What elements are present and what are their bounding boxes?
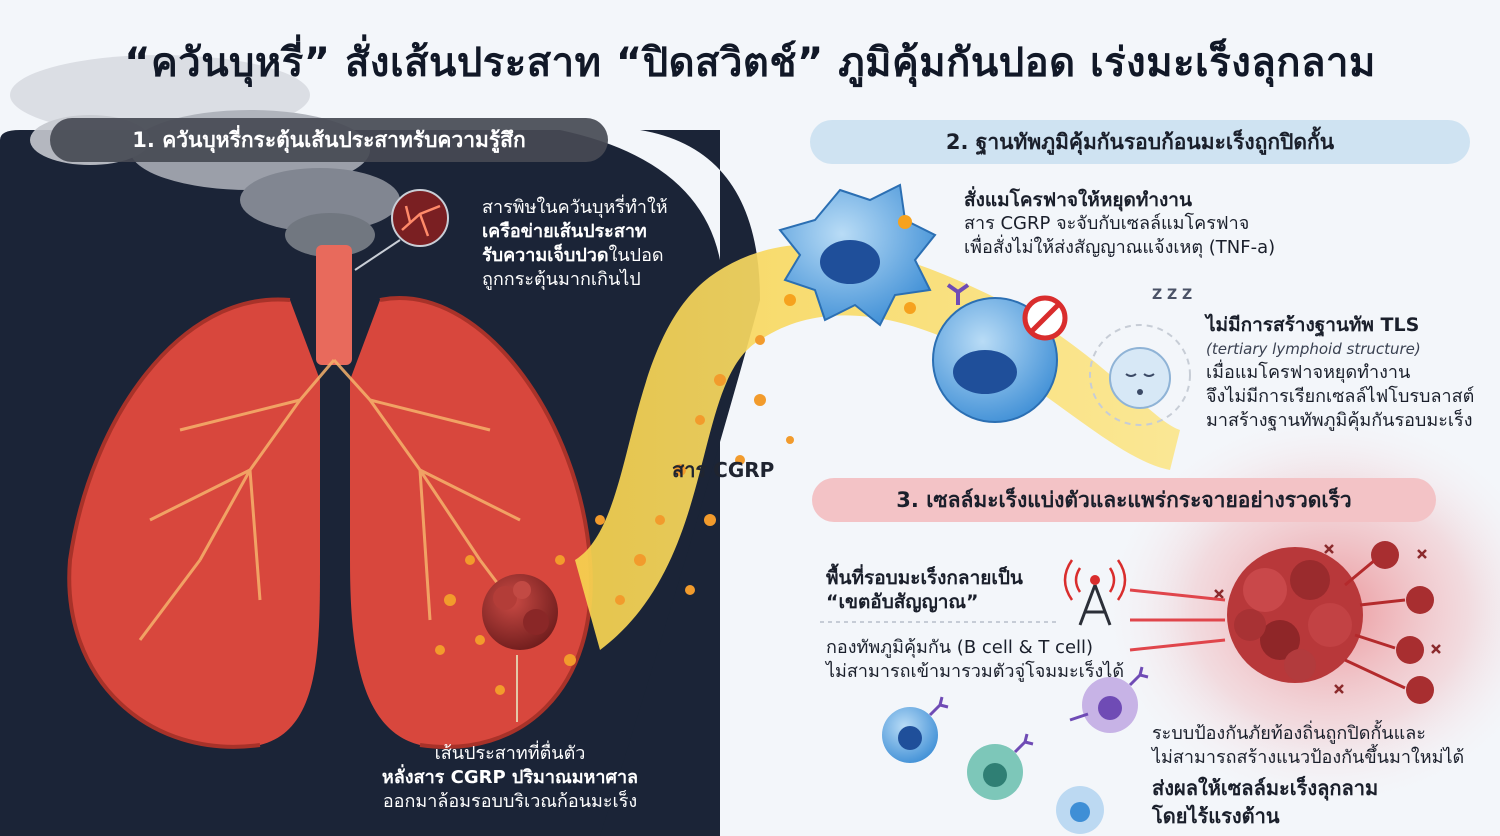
deadzone-heading: พื้นที่รอบมะเร็งกลายเป็น “เขตอับสัญญาณ” <box>826 567 1023 613</box>
attack-arrows <box>1129 588 1226 652</box>
tls-text: ไม่มีการสร้างฐานทัพ TLS (tertiary lympho… <box>1206 314 1475 431</box>
nerve-closeup-icon <box>354 189 449 271</box>
section2-heading: 2. ฐานทัพภูมิคุ้มกันรอบก้อนมะเร็งถูกปิดก… <box>810 120 1470 164</box>
deadzone-text: กองทัพภูมิคุ้มกัน (B cell & T cell) ไม่ส… <box>826 637 1125 682</box>
immune-cell-icon <box>882 696 949 763</box>
immune-cell-icon-3 <box>1069 666 1149 733</box>
cgrp-label: สาร CGRP <box>672 458 775 482</box>
blocked-icon <box>1022 295 1068 341</box>
cancer-cell-icon <box>1214 541 1441 704</box>
macrophage-text: สั่งแมโครฟาจให้หยุดทำงาน สาร CGRP จะจับก… <box>964 189 1276 258</box>
macrophage-icon <box>778 183 937 327</box>
tumor-icon <box>482 574 558 650</box>
immune-cell-icon-2 <box>967 733 1034 800</box>
page-title: “ควันบุหรี่” สั่งเส้นประสาท “ปิดสวิตช์” … <box>124 40 1376 86</box>
signal-tower-icon <box>1063 559 1127 626</box>
callout-cgrp-release: เส้นประสาทที่ตื่นตัว หลั่งสาร CGRP ปริมา… <box>381 743 639 812</box>
immune-cell-icon-4 <box>1056 786 1104 834</box>
receptor-icon <box>946 283 970 305</box>
zzz-label: Z Z Z <box>1152 287 1193 303</box>
section3-heading: 3. เซลล์มะเร็งแบ่งตัวและแพร่กระจายอย่างร… <box>812 478 1436 522</box>
sleeping-cell-icon <box>1089 324 1191 426</box>
callout-nerve: สารพิษในควันบุหรี่ทำให้ เครือข่ายเส้นประ… <box>482 197 668 290</box>
section1-heading: 1. ควันบุหรี่กระตุ้นเส้นประสาทรับความรู้… <box>50 118 608 162</box>
cgrp-dots <box>435 335 794 695</box>
result-text: ระบบป้องกันภัยท้องถิ่นถูกปิดกั้นและ ไม่ส… <box>1152 723 1465 828</box>
